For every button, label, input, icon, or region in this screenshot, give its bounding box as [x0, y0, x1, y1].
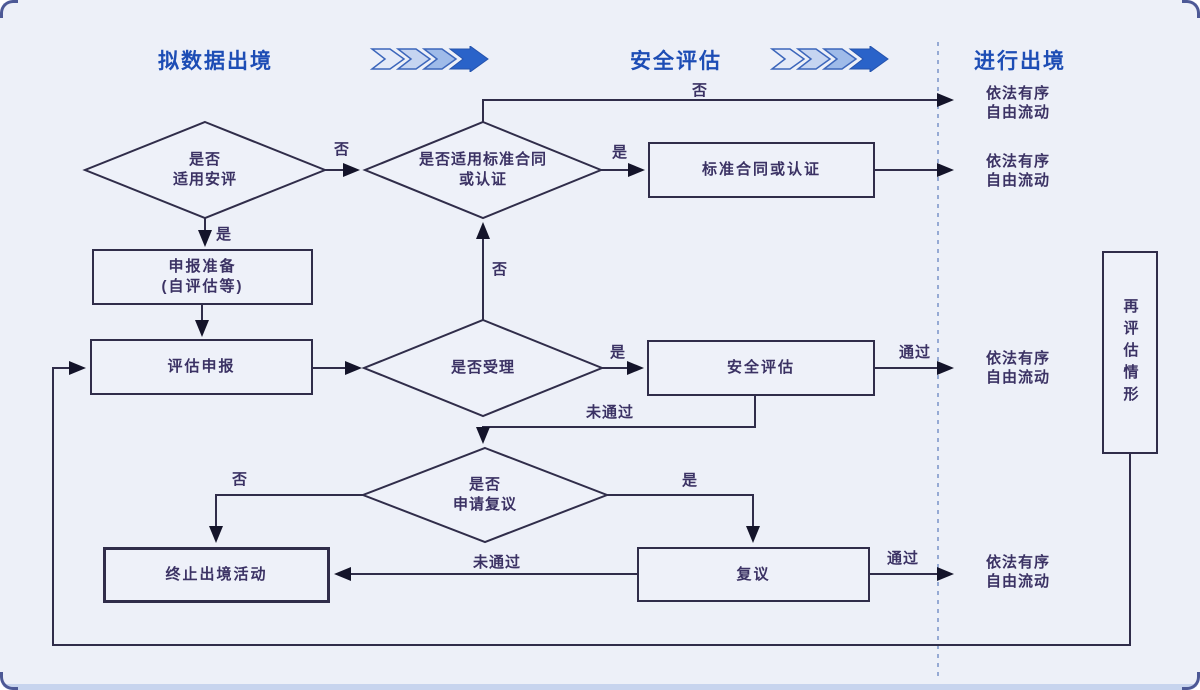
edge-label-assessment-fail: 未通过: [585, 404, 634, 421]
decision-accepted-node: 是否受理: [383, 324, 583, 412]
edge-label-d4-no: 否: [231, 471, 248, 488]
edge-label-d2-yes: 是: [611, 144, 628, 161]
edge-label-d2-no: 否: [691, 82, 708, 99]
edge-label-d3-yes: 是: [609, 344, 626, 361]
node-label-line: 适用安评: [172, 171, 237, 188]
decision-standard-contract-node: 是否适用标准合同 或认证: [383, 126, 583, 214]
outcome-line: 自由流动: [986, 172, 1051, 189]
decision-apply-assessment-node: 是否 适用安评: [105, 126, 305, 214]
node-label: 再评估情形: [1121, 297, 1139, 408]
outcome-line: 自由流动: [986, 573, 1051, 590]
node-label: 安全评估: [726, 359, 795, 376]
outcome-text: 依法有序 自由流动: [986, 553, 1050, 591]
decision-diamond-shapes: [82, 120, 610, 544]
rounded-corner: [1182, 672, 1200, 690]
outcome-line: 依法有序: [986, 153, 1051, 170]
node-label-line: 是否: [188, 151, 221, 168]
outcome-text: 依法有序 自由流动: [986, 349, 1050, 387]
process-reconsider-node: 复议: [637, 547, 870, 602]
process-contract-cert-node: 标准合同或认证: [648, 142, 875, 198]
rounded-corner: [1182, 0, 1200, 18]
node-label: 评估申报: [167, 358, 236, 375]
edge-label-reconsider-pass: 通过: [886, 550, 919, 567]
node-label-line: 是否适用标准合同: [418, 151, 547, 168]
rounded-corner: [0, 672, 18, 690]
stage-header-1: 拟数据出境: [158, 50, 273, 73]
outcome-line: 依法有序: [986, 554, 1051, 571]
outcome-line: 自由流动: [986, 104, 1051, 121]
outcome-line: 自由流动: [986, 369, 1051, 386]
flow-connectors: [52, 93, 1131, 646]
node-label-line: 申请复议: [452, 496, 517, 513]
node-label: 复议: [736, 565, 771, 583]
node-label-line: 是否: [468, 476, 501, 493]
process-declare-node: 评估申报: [90, 339, 313, 395]
node-label: 终止出境活动: [165, 566, 268, 583]
edge-label-d1-no: 否: [333, 141, 350, 158]
process-security-assessment-node: 安全评估: [647, 340, 875, 396]
node-label-line: 或认证: [458, 171, 507, 188]
process-prepare-node: 申报准备 (自评估等): [92, 249, 313, 305]
outcome-line: 依法有序: [986, 350, 1051, 367]
process-terminate-node: 终止出境活动: [103, 547, 330, 603]
stage-header-2: 安全评估: [630, 50, 722, 73]
node-label-line: (自评估等): [161, 278, 244, 295]
edge-label-d1-yes: 是: [215, 226, 232, 243]
decision-reconsideration-node: 是否 申请复议: [385, 452, 585, 538]
rounded-corner: [0, 0, 18, 18]
process-reassessment-node: 再评估情形: [1102, 251, 1158, 454]
edge-label-assessment-pass: 通过: [898, 344, 931, 361]
edge-label-d3-no: 否: [491, 261, 508, 278]
bottom-accent-strip: [0, 684, 1200, 690]
outcome-line: 依法有序: [986, 85, 1051, 102]
node-label: 标准合同或认证: [701, 161, 821, 178]
edge-label-d4-yes: 是: [681, 472, 698, 489]
flow-chevrons-icon: [369, 46, 489, 72]
outcome-text: 依法有序 自由流动: [986, 84, 1050, 122]
flow-chevrons-icon: [769, 46, 889, 72]
node-label-line: 申报准备: [168, 258, 237, 275]
outcome-text: 依法有序 自由流动: [986, 152, 1050, 190]
edge-label-reconsider-fail: 未通过: [472, 554, 521, 571]
stage-header-3: 进行出境: [974, 50, 1066, 73]
node-label-line: 是否受理: [450, 359, 515, 376]
